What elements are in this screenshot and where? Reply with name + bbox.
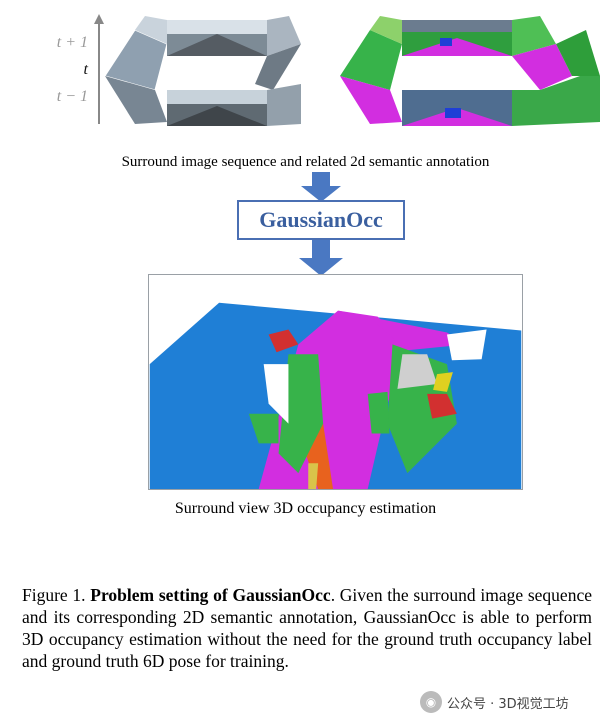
- figure-caption-prefix: Figure 1.: [22, 585, 90, 605]
- semantic-annotation-ring: [340, 16, 600, 126]
- figure-caption: Figure 1. Problem setting of GaussianOcc…: [22, 584, 592, 672]
- surround-image-rings: [105, 12, 601, 140]
- down-arrow-2: [296, 240, 346, 276]
- figure-caption-title: Problem setting of GaussianOcc: [90, 585, 330, 605]
- down-arrow-1: [296, 172, 346, 202]
- top-caption: Surround image sequence and related 2d s…: [0, 154, 611, 171]
- bottom-caption: Surround view 3D occupancy estimation: [0, 500, 611, 518]
- watermark-text: 公众号 · 3D视觉工坊: [447, 693, 569, 712]
- time-arrow: [94, 14, 104, 129]
- watermark: ◉ 公众号 · 3D视觉工坊: [420, 688, 600, 716]
- time-label-current: t: [84, 61, 88, 79]
- time-label-prev: t − 1: [57, 88, 88, 106]
- rgb-camera-ring: [105, 16, 301, 126]
- wechat-icon: ◉: [420, 691, 442, 713]
- time-label-next: t + 1: [57, 34, 88, 52]
- occupancy-visualization: [148, 274, 523, 490]
- method-box: GaussianOcc: [237, 200, 405, 240]
